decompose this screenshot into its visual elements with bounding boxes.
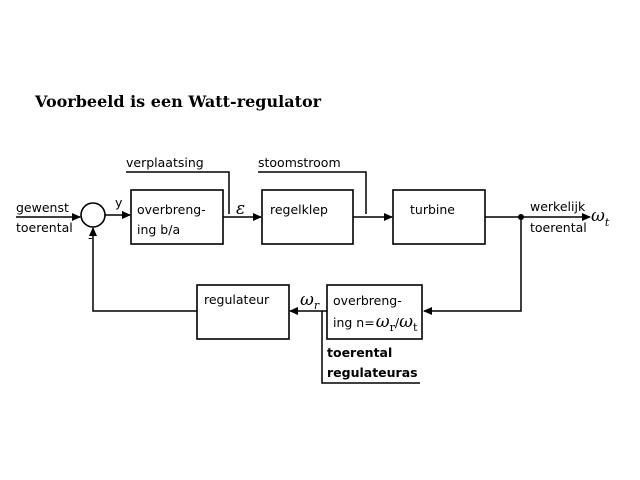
block-overbrenging-ba-line1: overbreng- — [137, 202, 206, 217]
feedback-arrow-to-overbrenging — [423, 217, 522, 315]
block-regelklep-label: regelklep — [270, 202, 328, 217]
output-label-line2: toerental — [530, 220, 587, 235]
block-overbrenging-ba — [130, 189, 224, 245]
stoomstroom-line — [258, 171, 367, 214]
epsilon-symbol: ε — [236, 199, 245, 219]
block-overbrenging-n-line2: ing n=ωr/ωt — [333, 312, 418, 334]
input-label-line2: toerental — [16, 220, 73, 235]
block-regelklep — [261, 189, 354, 245]
summing-junction — [80, 202, 106, 228]
block-regulateur-label: regulateur — [204, 292, 270, 307]
block-turbine-label: turbine — [410, 202, 455, 217]
regulateuras-line — [321, 311, 420, 384]
block-overbrenging-n — [326, 284, 423, 340]
omega-r-symbol: ωr — [300, 290, 320, 312]
block-overbrenging-ba-line2: ing b/a — [137, 222, 180, 237]
stoomstroom-label: stoomstroom — [258, 155, 341, 170]
input-label-line1: gewenst — [16, 200, 69, 215]
regulateuras-label-line2: regulateuras — [327, 365, 418, 380]
y-label: y — [115, 195, 123, 210]
verplaatsing-label: verplaatsing — [126, 155, 204, 170]
output-label-line1: werkelijk — [530, 199, 586, 214]
feedback-arrow-to-sum — [89, 227, 197, 312]
regulateuras-label-line1: toerental — [327, 345, 392, 360]
omega-t-symbol: ωt — [591, 206, 610, 229]
block-overbrenging-n-line1: overbreng- — [333, 293, 402, 308]
verplaatsing-line — [126, 171, 230, 214]
page-title: Voorbeeld is een Watt-regulator — [35, 92, 322, 111]
block-regulateur — [196, 284, 290, 340]
minus-sign: - — [88, 230, 93, 245]
block-turbine — [392, 189, 486, 245]
